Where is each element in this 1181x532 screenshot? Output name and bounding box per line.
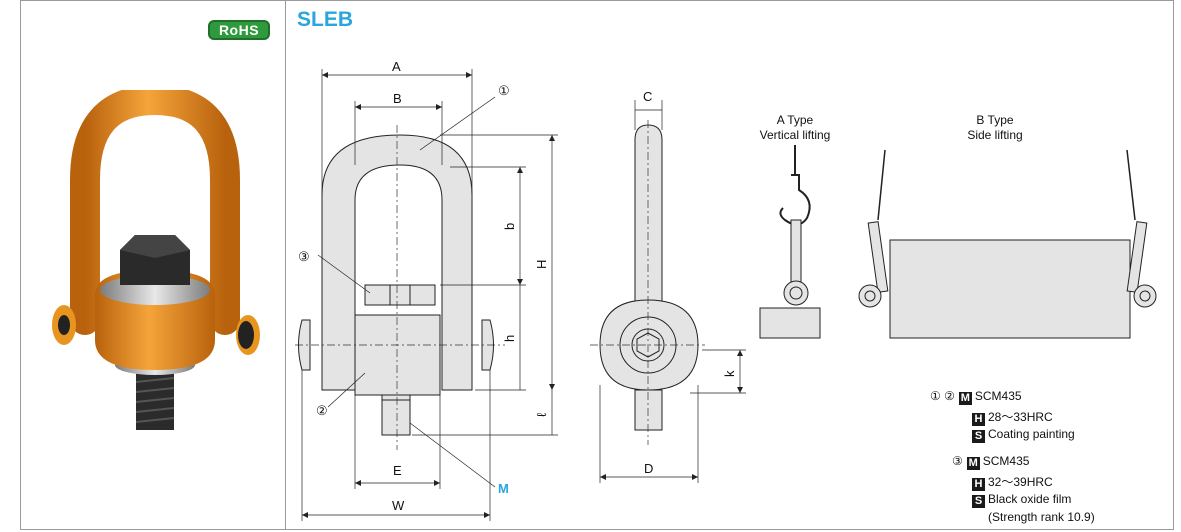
hardness-badge: H bbox=[972, 478, 985, 491]
spec2-hardness: 32〜39HRC bbox=[988, 475, 1053, 489]
dim-e-label: E bbox=[393, 463, 402, 478]
spec1-hardness: 28〜33HRC bbox=[988, 410, 1053, 424]
dim-m-label: M bbox=[498, 481, 509, 496]
callout-3: ③ bbox=[298, 249, 310, 264]
dim-a-label: A bbox=[392, 59, 401, 74]
rohs-badge: RoHS bbox=[208, 20, 270, 40]
a-type-desc: Vertical lifting bbox=[760, 128, 831, 142]
dim-h-small-label: h bbox=[502, 335, 517, 342]
dim-l-label: ℓ bbox=[534, 412, 549, 417]
hardness-badge: H bbox=[972, 413, 985, 426]
spec2-note: (Strength rank 10.9) bbox=[988, 510, 1095, 524]
product-photo bbox=[52, 90, 260, 430]
front-view-drawing: A B b h H ℓ E W ① ③ ② M bbox=[295, 59, 558, 521]
dim-k-label: k bbox=[722, 370, 737, 377]
spec2-parts: ③ bbox=[952, 454, 963, 468]
catalog-frame bbox=[20, 0, 1174, 530]
dim-b-small-label: b bbox=[502, 223, 517, 230]
product-code-title: SLEB bbox=[297, 8, 354, 31]
surface-badge: S bbox=[972, 430, 985, 443]
a-type-label: A Type bbox=[777, 113, 814, 127]
dim-b-label: B bbox=[393, 91, 402, 106]
b-type-desc: Side lifting bbox=[967, 128, 1022, 142]
spec2-material: SCM435 bbox=[982, 454, 1030, 468]
material-badge: M bbox=[958, 392, 972, 405]
b-type-label: B Type bbox=[976, 113, 1013, 127]
side-view-drawing: C k D bbox=[590, 89, 746, 483]
material-badge: M bbox=[966, 457, 980, 470]
callout-2: ② bbox=[316, 403, 328, 418]
dim-d-label: D bbox=[644, 461, 653, 476]
lifting-types-illustration: A Type Vertical lifting B Type Side lift… bbox=[759, 113, 1157, 339]
callout-1: ① bbox=[498, 83, 510, 98]
dim-c-label: C bbox=[643, 89, 652, 104]
spec2-surface: Black oxide film bbox=[988, 492, 1072, 506]
spec1-parts: ① ② bbox=[930, 389, 955, 403]
surface-badge: S bbox=[972, 495, 985, 508]
dim-h-label: H bbox=[534, 260, 549, 269]
dim-w-label: W bbox=[392, 498, 405, 513]
spec1-material: SCM435 bbox=[974, 389, 1022, 403]
panel-divider bbox=[285, 0, 286, 530]
spec1-surface: Coating painting bbox=[988, 427, 1075, 441]
